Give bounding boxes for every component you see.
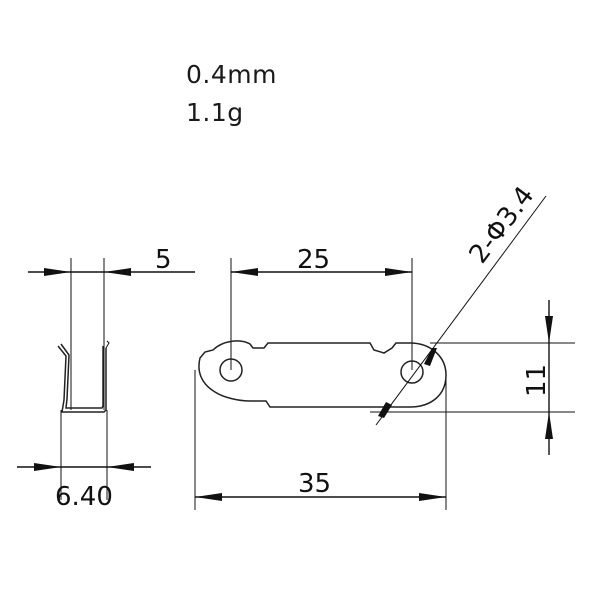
arrow-icon [34, 463, 61, 471]
arrow-icon [424, 348, 437, 366]
arrow-icon [385, 268, 412, 276]
arrow-icon [545, 316, 553, 343]
hole-left [219, 358, 243, 382]
clip-tip [105, 340, 110, 349]
arrow-icon [44, 268, 71, 276]
hole-right [400, 360, 424, 384]
weight-spec: 1.1g [186, 98, 244, 127]
arrow-icon [419, 493, 446, 501]
dimension-label-11: 11 [522, 364, 552, 397]
plate-outline [198, 340, 447, 408]
arrow-icon [231, 268, 258, 276]
arrow-icon [545, 412, 553, 439]
side-view: 5 6.40 [17, 245, 195, 512]
arrow-icon [107, 463, 134, 471]
clip-profile-inner [60, 343, 104, 409]
arrow-icon [378, 402, 392, 418]
dimension-label-25: 25 [297, 245, 330, 275]
clip-profile-outer [57, 345, 107, 413]
arrow-icon [104, 268, 131, 276]
leader-line [375, 195, 547, 426]
dimension-label-5: 5 [155, 245, 172, 275]
dimension-label-35: 35 [298, 469, 331, 499]
thickness-spec: 0.4mm [186, 60, 277, 89]
front-view: 25 2-Φ3.4 11 35 [194, 181, 575, 510]
arrow-icon [195, 493, 222, 501]
dimension-label-6-40: 6.40 [55, 482, 113, 512]
